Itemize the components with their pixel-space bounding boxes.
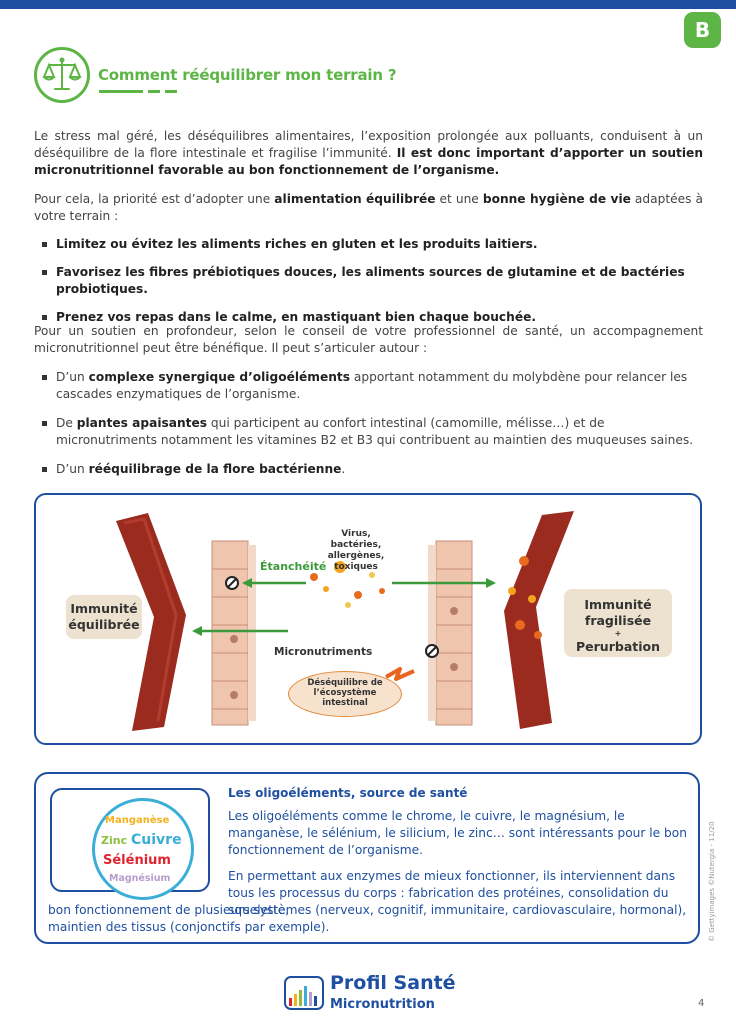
label-micronutriments: Micronutriments (274, 646, 373, 658)
mineral-magnesium: Magnésium (109, 873, 171, 884)
tips-list: Limitez ou évitez les aliments riches en… (42, 236, 703, 326)
tip-item: Prenez vos repas dans le calme, en masti… (42, 309, 703, 326)
info-title: Les oligoéléments, source de santé (228, 786, 468, 800)
blocked-icon (425, 644, 439, 658)
lightning-icon (385, 667, 415, 681)
oligoelements-info-box: Manganèse Zinc Cuivre Sélénium Magnésium… (34, 772, 700, 944)
arrow-left-micronutriments (192, 626, 288, 636)
page-title: Comment rééquilibrer mon terrain ? (98, 66, 397, 84)
info-paragraph-2a: En permettant aux enzymes de mieux fonct… (228, 869, 676, 917)
support-item: De plantes apaisantes qui participent au… (42, 415, 703, 449)
section-badge: B (684, 12, 721, 48)
info-paragraph-1: Les oligoéléments comme le chrome, le cu… (228, 809, 687, 857)
support-item: D’un rééquilibrage de la flore bactérien… (42, 461, 703, 478)
info-paragraph-2b: bon fonctionnement de plusieurs systèmes… (48, 903, 687, 934)
label-threats: Virus, bactéries,allergènes, toxiques (327, 529, 385, 572)
profil-sante-logo-icon (284, 976, 324, 1010)
intro-paragraph: Le stress mal géré, les déséquilibres al… (34, 129, 703, 177)
support-list: D’un complexe synergique d’oligoéléments… (42, 369, 703, 478)
blood-vessel-right (504, 511, 574, 729)
arrow-left-etancheite (242, 578, 306, 588)
brand-subtitle: Micronutrition (330, 997, 435, 1012)
intestinal-cells-right (428, 540, 473, 726)
priority-paragraph: Pour cela, la priorité est d’adopter une… (34, 192, 703, 223)
page-number: 4 (698, 998, 705, 1009)
mineral-manganese: Manganèse (105, 815, 170, 826)
tip-item: Limitez ou évitez les aliments riches en… (42, 236, 703, 253)
mineral-cuivre: Cuivre (131, 832, 182, 848)
tip-item: Favorisez les fibres prébiotiques douces… (42, 264, 703, 298)
intestinal-cells-left (211, 540, 256, 726)
minerals-illustration: Manganèse Zinc Cuivre Sélénium Magnésium (50, 788, 210, 900)
arrow-right-threats (392, 578, 496, 588)
balance-scale-icon (34, 47, 90, 103)
top-bar (0, 0, 736, 9)
brand-name: Profil Santé (330, 972, 456, 994)
image-credit: © Gettyimages ©Nutergia - 11/20 (708, 821, 716, 942)
minerals-circle: Manganèse Zinc Cuivre Sélénium Magnésium (92, 798, 194, 900)
label-etancheite: Étanchéité (260, 560, 327, 573)
mineral-zinc: Zinc (101, 834, 128, 847)
support-item: D’un complexe synergique d’oligoéléments… (42, 369, 703, 403)
support-paragraph: Pour un soutien en profondeur, selon le … (34, 324, 703, 355)
diagram-illustration (116, 511, 574, 731)
title-underline (99, 90, 182, 94)
mineral-selenium: Sélénium (103, 853, 171, 868)
box-immunite-fragilisee: Immunité fragilisée + Perurbation (564, 589, 672, 657)
blood-vessel-left (116, 513, 186, 731)
threat-particles (310, 561, 385, 608)
blocked-icon (225, 576, 239, 590)
